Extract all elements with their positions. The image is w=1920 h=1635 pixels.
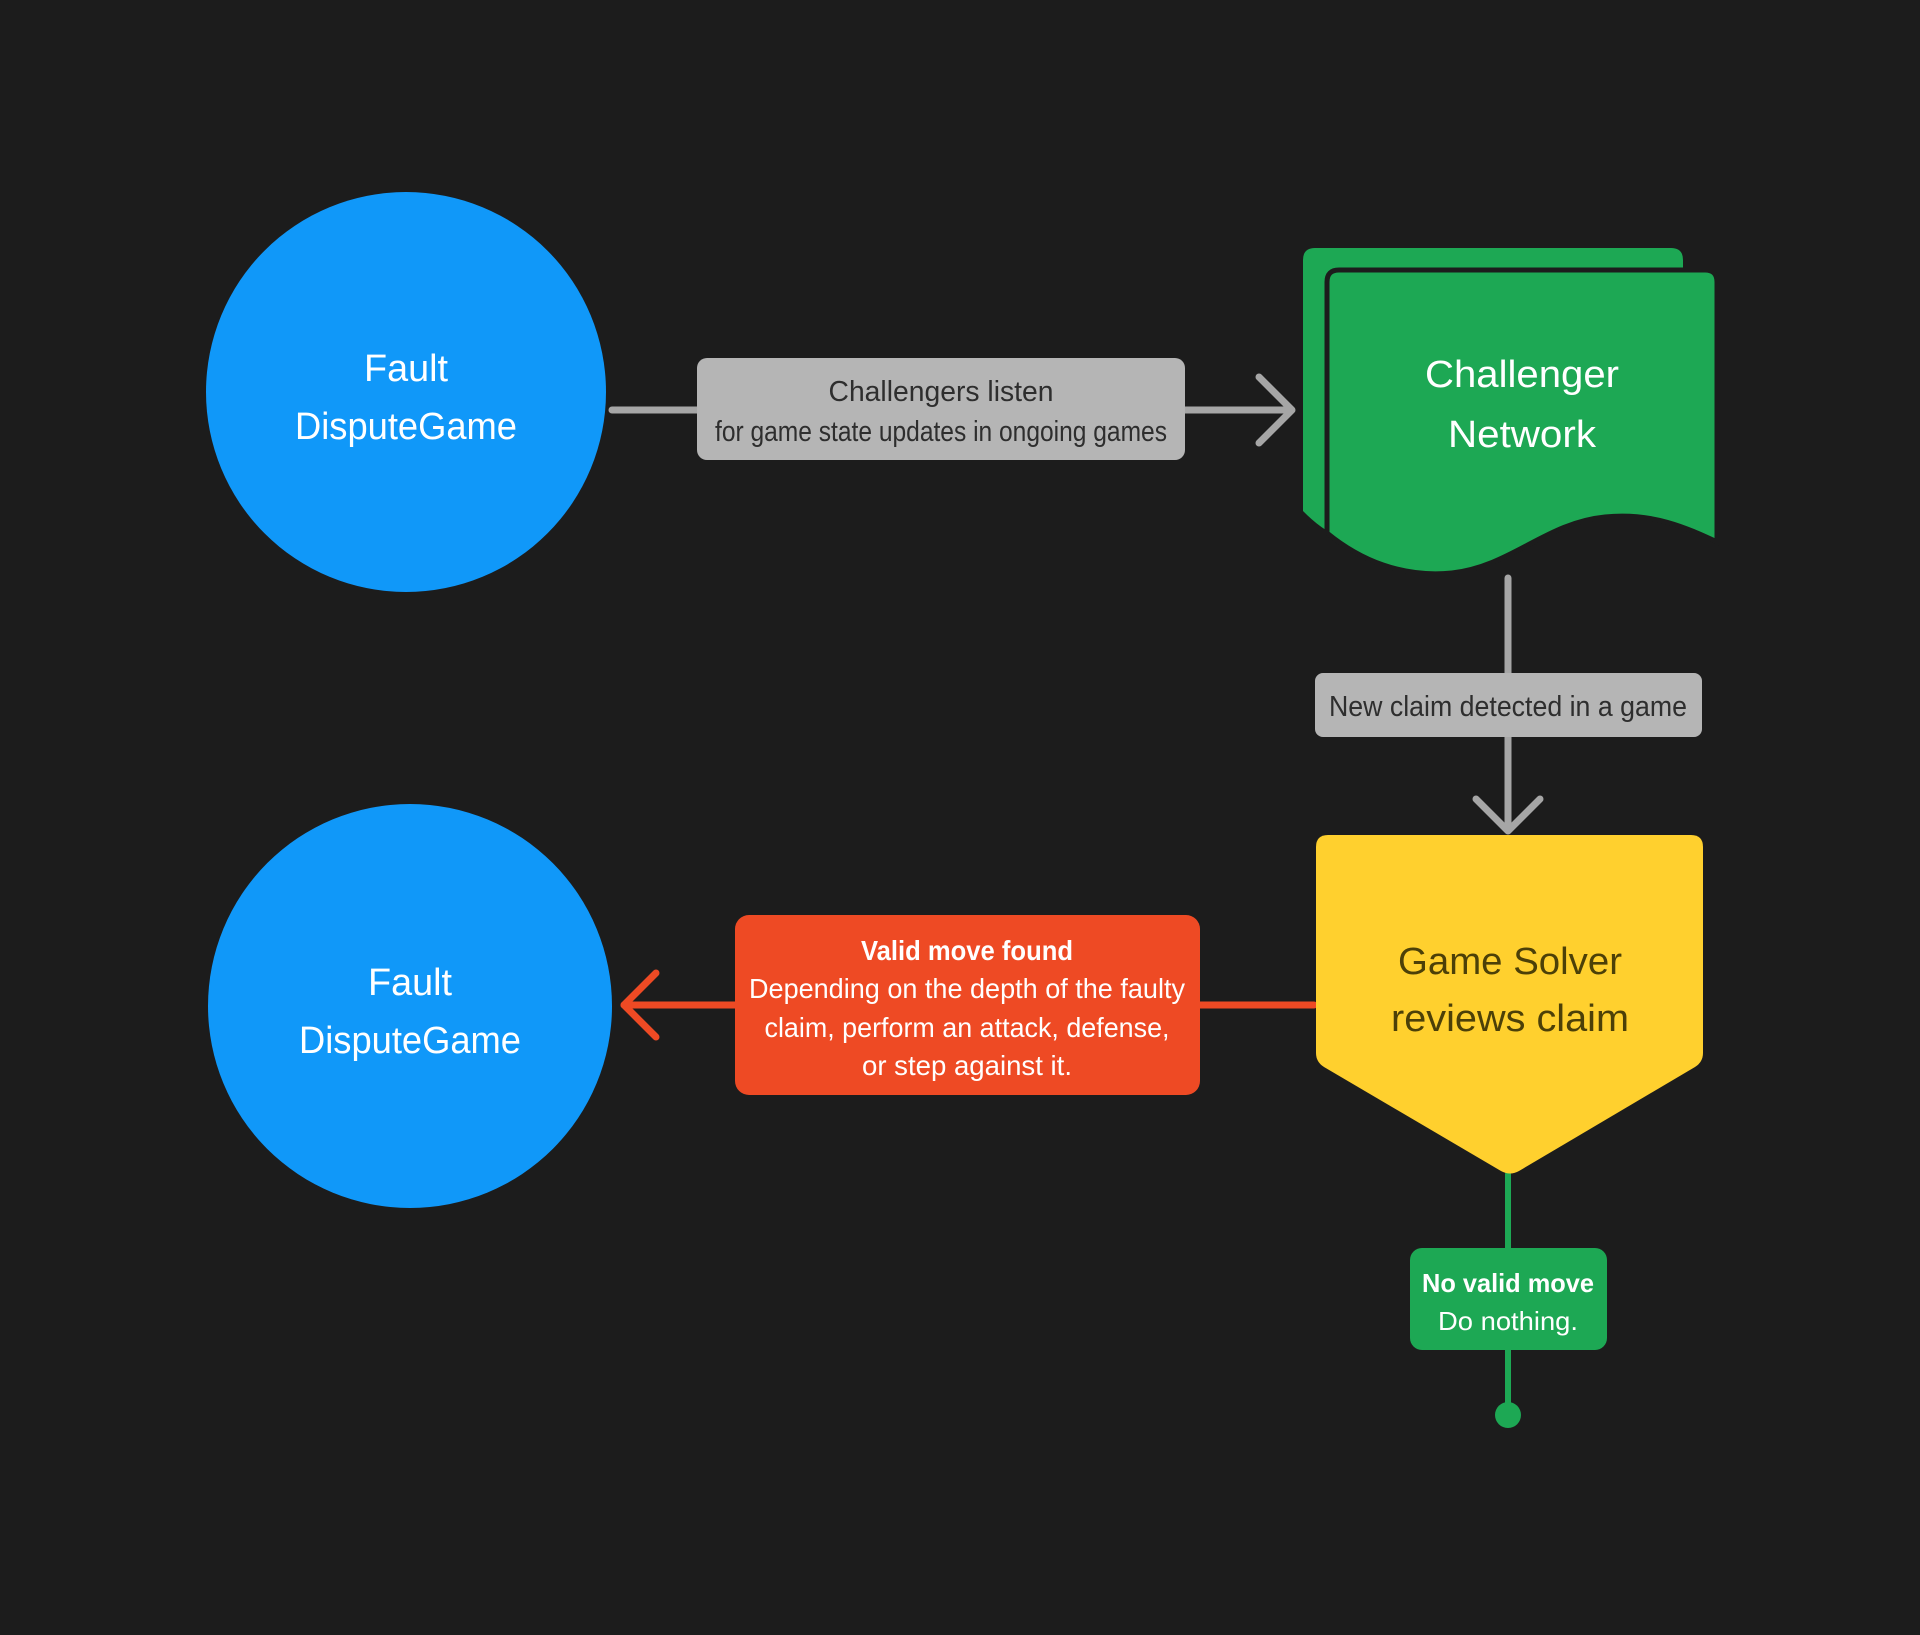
label-valid-move-title: Valid move found (861, 935, 1073, 966)
nodes: Fault DisputeGame Challenger Network Gam… (206, 192, 1720, 1208)
label-no-valid-move-line1: Do nothing. (1438, 1306, 1578, 1336)
label-new-claim-box (1315, 673, 1702, 737)
label-valid-move-line2: claim, perform an attack, defense, (765, 1012, 1170, 1043)
node-game-solver-shape (1316, 835, 1703, 1174)
label-valid-move-line1: Depending on the depth of the faulty (749, 973, 1185, 1004)
label-challengers-listen-box (697, 358, 1185, 460)
flow-end-dot (1495, 1402, 1521, 1428)
node-game-solver: Game Solver reviews claim (1316, 835, 1703, 1174)
node-challenger-network: Challenger Network (1303, 248, 1720, 577)
node-fault-disputegame-bottom-line1: Fault (368, 962, 452, 1004)
label-no-valid-move-title: No valid move (1422, 1268, 1594, 1298)
node-game-solver-line1: Game Solver (1398, 941, 1622, 983)
node-fault-disputegame-top-shape (206, 192, 606, 592)
arrowhead-down-icon (1472, 795, 1544, 835)
node-game-solver-line2: reviews claim (1391, 998, 1629, 1040)
label-new-claim-text: New claim detected in a game (1329, 691, 1687, 723)
node-fault-disputegame-bottom-shape (208, 804, 612, 1208)
label-valid-move-line3: or step against it. (862, 1050, 1072, 1081)
label-no-valid-move: No valid move Do nothing. (1410, 1248, 1607, 1350)
label-new-claim: New claim detected in a game (1315, 673, 1702, 737)
node-fault-disputegame-top-line2: DisputeGame (295, 406, 517, 448)
node-challenger-network-line1: Challenger (1425, 354, 1619, 396)
label-challengers-listen-line1: Challengers listen (829, 376, 1054, 408)
node-fault-disputegame-top-line1: Fault (364, 348, 448, 390)
label-challengers-listen: Challengers listen for game state update… (697, 358, 1185, 460)
node-fault-disputegame-bottom-line2: DisputeGame (299, 1020, 521, 1062)
node-fault-disputegame-top: Fault DisputeGame (206, 192, 606, 592)
arrowhead-right-icon (1255, 373, 1296, 447)
label-valid-move: Valid move found Depending on the depth … (735, 915, 1200, 1095)
label-no-valid-move-box (1410, 1248, 1607, 1350)
document-front-shape (1324, 267, 1720, 577)
node-challenger-network-line2: Network (1448, 414, 1597, 456)
edges: Challengers listen for game state update… (608, 358, 1702, 1428)
arrowhead-left-icon (620, 969, 660, 1041)
node-fault-disputegame-bottom: Fault DisputeGame (208, 804, 612, 1208)
label-challengers-listen-line2: for game state updates in ongoing games (715, 416, 1167, 448)
label-valid-move-box (735, 915, 1200, 1095)
